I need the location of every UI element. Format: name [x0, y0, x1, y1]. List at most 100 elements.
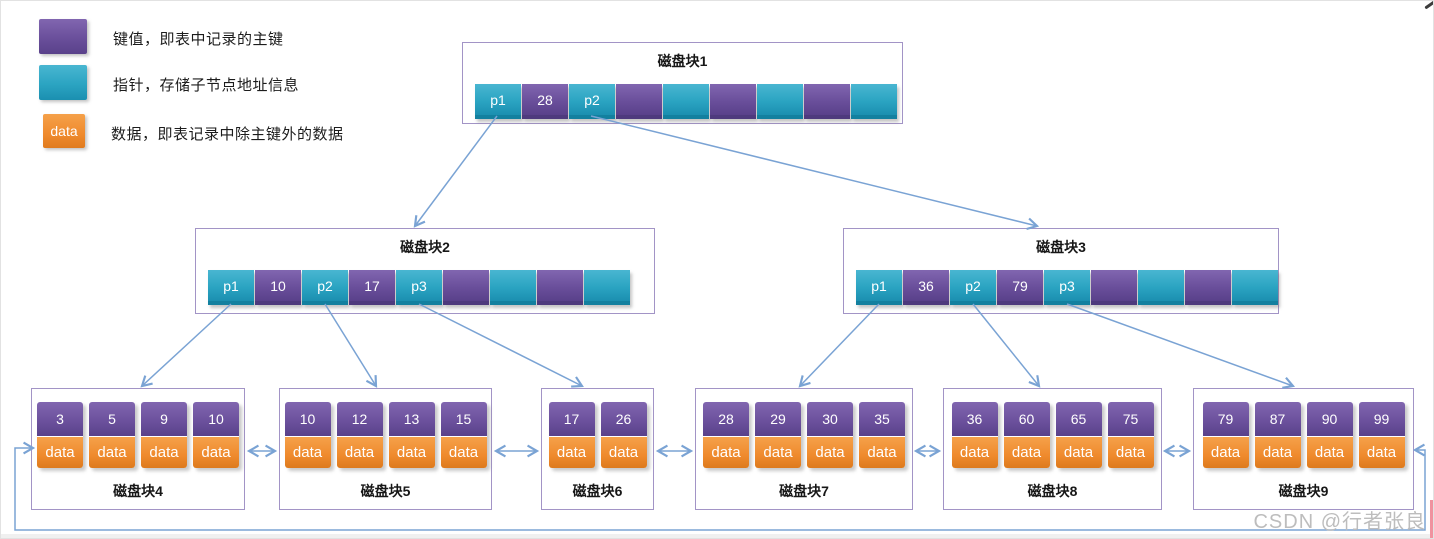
pointer-cell: p3	[1044, 270, 1090, 305]
arrow-p1-block1-to-block2	[413, 115, 498, 228]
legend-pointer-swatch	[39, 65, 87, 100]
key-cell: 29	[755, 402, 801, 436]
key-cell: 10	[284, 402, 331, 436]
data-cell: data	[1202, 437, 1249, 468]
watermark-edge-strip	[1430, 500, 1433, 538]
key-cell: 36	[951, 402, 998, 436]
data-cell: data	[1107, 437, 1154, 468]
pointer-cell	[584, 270, 630, 305]
data-cell: data	[703, 437, 749, 468]
data-cell: data	[141, 437, 187, 468]
key-cell: 5	[89, 402, 135, 436]
key-cell: 15	[440, 402, 487, 436]
data-cell: data	[440, 437, 487, 468]
disk-block-1-title: 磁盘块1	[657, 53, 708, 69]
disk-block-8-title: 磁盘块8	[1027, 483, 1078, 499]
disk-block-2-title: 磁盘块2	[400, 239, 450, 255]
data-cell: data	[1358, 437, 1405, 468]
key-cell: 12	[336, 402, 383, 436]
arrow-p2-block2-to-block5	[324, 303, 378, 388]
legend-key-swatch	[39, 19, 87, 54]
pointer-cell	[1138, 270, 1184, 305]
key-cell: 79	[1202, 402, 1249, 436]
key-cell: 90	[1306, 402, 1353, 436]
arrow-p3-block3-to-block9	[1066, 303, 1296, 389]
pointer-cell	[1232, 270, 1278, 305]
disk-block-5-title: 磁盘块5	[360, 483, 411, 499]
key-cell: 65	[1055, 402, 1102, 436]
key-cell: 87	[1254, 402, 1301, 436]
key-cell	[1091, 270, 1137, 305]
data-cell: data	[1055, 437, 1102, 468]
key-cell: 28	[703, 402, 749, 436]
key-cell: 9	[141, 402, 187, 436]
key-cell	[804, 84, 850, 119]
pointer-cell	[490, 270, 536, 305]
key-cell: 35	[859, 402, 905, 436]
key-cell: 99	[1358, 402, 1405, 436]
key-cell	[710, 84, 756, 119]
pointer-cell: p2	[302, 270, 348, 305]
key-cell: 30	[807, 402, 853, 436]
pointer-cell	[851, 84, 897, 119]
key-cell: 60	[1003, 402, 1050, 436]
key-cell	[537, 270, 583, 305]
pointer-cell: p3	[396, 270, 442, 305]
key-cell: 10	[193, 402, 239, 436]
key-cell: 13	[388, 402, 435, 436]
disk-block-4-title: 磁盘块4	[113, 483, 163, 499]
arrow-p1-block3-to-block7	[798, 303, 880, 388]
key-cell	[1185, 270, 1231, 305]
bottom-edge-strip	[1, 534, 1433, 538]
arrow-p1-block2-to-block4	[140, 303, 232, 388]
arrow-p2-block1-to-block3	[590, 115, 1040, 231]
arrow-p3-block2-to-block6	[418, 303, 584, 388]
data-cell: data	[755, 437, 801, 468]
pointer-cell: p2	[569, 84, 615, 119]
disk-block-3-title: 磁盘块3	[1036, 239, 1086, 255]
data-cell: data	[600, 437, 647, 468]
data-cell: data	[336, 437, 383, 468]
data-cell: data	[859, 437, 905, 468]
pointer-cell: p1	[208, 270, 254, 305]
data-cell: data	[193, 437, 239, 468]
data-cell: data	[284, 437, 331, 468]
legend-data-swatch: data	[43, 114, 85, 148]
watermark: CSDN @行者张良	[1253, 511, 1426, 533]
disk-block-6-title: 磁盘块6	[572, 483, 623, 499]
key-cell: 17	[548, 402, 595, 436]
pointer-cell	[757, 84, 803, 119]
key-cell: 3	[37, 402, 83, 436]
